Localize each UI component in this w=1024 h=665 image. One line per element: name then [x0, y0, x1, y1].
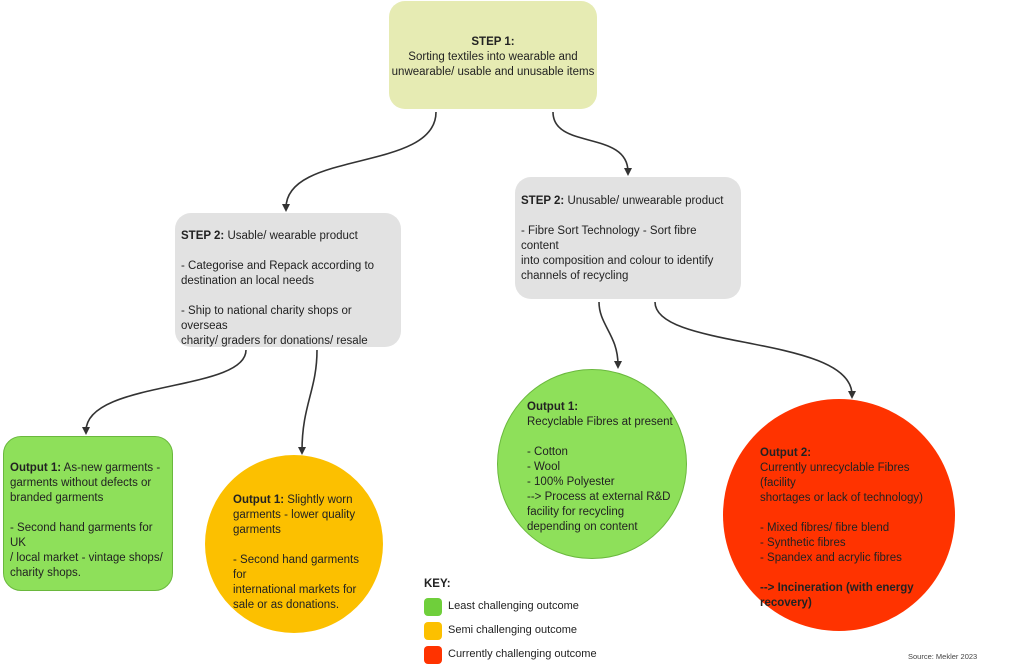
arrow-step1-to-step2a: [282, 111, 437, 212]
output2-item: - Mixed fibres/ fibre blend: [760, 522, 890, 534]
output1-recyclable-item: depending on content: [527, 521, 638, 533]
key-title: KEY:: [424, 578, 451, 590]
output1-as-new-heading: Output 1: As-new garments -: [10, 462, 161, 474]
key-label-semi: Semi challenging outcome: [448, 624, 578, 636]
arrow-step1-to-step2b: [552, 111, 632, 176]
step2-usable-text: - Categorise and Repack according to: [181, 260, 375, 272]
output1-recyclable-heading: Output 1:: [527, 401, 579, 413]
output2-item: - Synthetic fibres: [760, 537, 846, 549]
output1-slightly-worn-heading: Output 1: Slightly worn: [233, 494, 353, 506]
output1-as-new-text: charity shops.: [10, 567, 81, 579]
output1-recyclable-text: Recyclable Fibres at present: [527, 416, 673, 428]
output1-slightly-worn-text: international markets for: [233, 584, 357, 596]
output1-slightly-worn-text: - Second hand garments for: [233, 554, 359, 581]
step2-usable-text: - Ship to national charity shops or over…: [181, 305, 352, 332]
step2-usable-heading: STEP 2: Usable/ wearable product: [181, 230, 358, 242]
key-swatch-semi: [424, 622, 442, 640]
output1-as-new-text: garments without defects or: [10, 477, 152, 489]
step1-line: unwearable/ usable and unusable items: [391, 66, 595, 78]
output2-final: --> Incineration (with energy: [760, 582, 914, 594]
step2-usable-box: STEP 2: Usable/ wearable product - Categ…: [175, 213, 401, 347]
output1-as-new-text: branded garments: [10, 492, 104, 504]
output1-recyclable-item: --> Process at external R&D: [527, 491, 671, 503]
step1-heading: STEP 1:: [471, 36, 515, 48]
step2-usable-text: charity/ graders for donations/ resale: [181, 335, 368, 347]
output2-item: - Spandex and acrylic fibres: [760, 552, 902, 564]
key-swatch-least: [424, 598, 442, 616]
key-label-current: Currently challenging outcome: [448, 648, 597, 660]
step2-unusable-text: - Fibre Sort Technology - Sort fibre con…: [521, 225, 697, 252]
output1-as-new-text: / local market - vintage shops/: [10, 552, 163, 564]
output1-slightly-worn-circle: Output 1: Slightly worn garments - lower…: [205, 455, 383, 633]
step2-unusable-text: channels of recycling: [521, 270, 629, 282]
step2-usable-text: destination an local needs: [181, 275, 314, 287]
key-label-least: Least challenging outcome: [448, 600, 579, 612]
arrow-step2b-to-output1c: [598, 301, 622, 369]
output1-as-new-box: Output 1: As-new garments - garments wit…: [3, 436, 173, 591]
source-note: Source: Mekler 2023: [908, 652, 978, 661]
output2-final: recovery): [760, 597, 812, 609]
step2-unusable-box: STEP 2: Unusable/ unwearable product - F…: [515, 177, 741, 299]
arrow-step2b-to-output2: [654, 301, 856, 399]
step2-unusable-text: into composition and colour to identify: [521, 255, 714, 267]
output1-recyclable-item: - Cotton: [527, 446, 568, 458]
arrow-step2a-to-output1b: [298, 349, 318, 455]
output2-text: shortages or lack of technology): [760, 492, 924, 504]
arrow-step2a-to-output1a: [82, 349, 247, 435]
step1-box: STEP 1: Sorting textiles into wearable a…: [389, 1, 597, 109]
output1-recyclable-circle: Output 1: Recyclable Fibres at present -…: [497, 369, 687, 559]
output1-slightly-worn-text: sale or as donations.: [233, 599, 340, 611]
output1-recyclable-item: facility for recycling: [527, 506, 625, 518]
output1-recyclable-item: - 100% Polyester: [527, 476, 615, 488]
output1-as-new-text: - Second hand garments for UK: [10, 522, 153, 549]
output2-text: Currently unrecyclable Fibres (facility: [760, 462, 910, 489]
output1-slightly-worn-text: garments - lower quality: [233, 509, 356, 521]
output2-unrecyclable-circle: Output 2: Currently unrecyclable Fibres …: [723, 399, 955, 631]
output1-recyclable-item: - Wool: [527, 461, 561, 473]
output1-slightly-worn-text: garments: [233, 524, 281, 536]
step1-line: Sorting textiles into wearable and: [408, 51, 578, 63]
output2-heading: Output 2:: [760, 447, 812, 459]
key-swatch-current: [424, 646, 442, 664]
step2-unusable-heading: STEP 2: Unusable/ unwearable product: [521, 195, 724, 207]
